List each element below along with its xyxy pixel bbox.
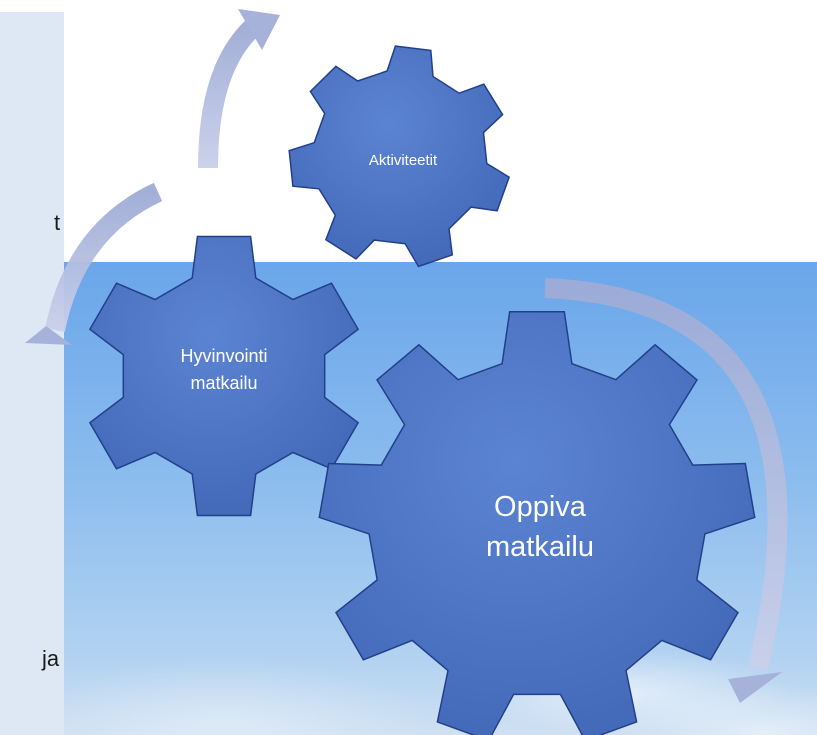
- gear-oppiva-matkailu: [318, 310, 756, 735]
- gear-label-hyvinvointi-line1: Hyvinvointi: [180, 346, 267, 366]
- gear-label-oppiva-line1: Oppiva: [494, 491, 587, 523]
- cycle-arrow-top: [198, 20, 260, 169]
- cycle-arrow-top-head: [238, 9, 280, 50]
- cycle-arrow-right-head: [728, 672, 782, 703]
- clipped-text-fragment: ja: [42, 646, 60, 671]
- cycle-arrow-right: [544, 278, 788, 671]
- clipped-text-fragment: t: [54, 210, 61, 235]
- gear-label-hyvinvointi-line2: matkailu: [190, 373, 257, 393]
- gear-label-aktiviteetit: Aktiviteetit: [369, 152, 438, 169]
- gear-aktiviteetit: [288, 45, 511, 268]
- gear-label-oppiva-line2: matkailu: [486, 531, 594, 563]
- side-panel: [0, 12, 64, 735]
- gear-hyvinvointi-matkailu: [88, 235, 360, 517]
- cycle-arrow-left-head: [25, 326, 72, 345]
- cycle-arrow-left: [45, 182, 163, 333]
